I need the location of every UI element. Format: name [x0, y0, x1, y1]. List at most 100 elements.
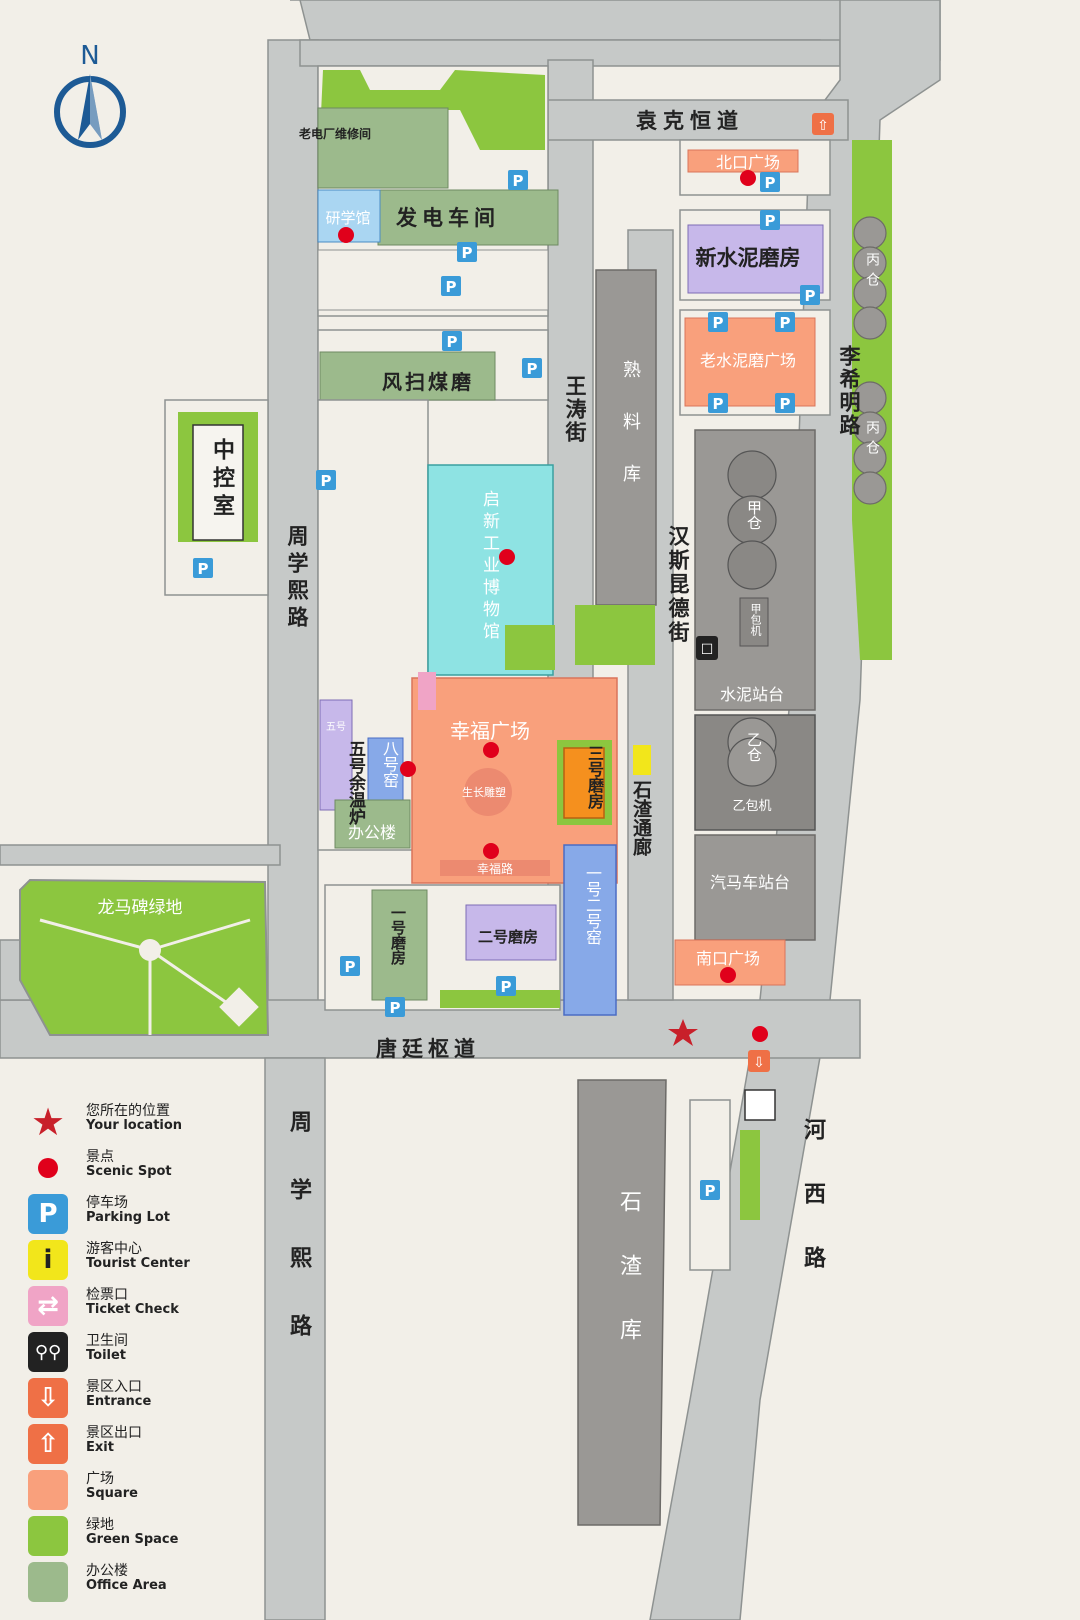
- legend-label-zh: 办公楼: [86, 1563, 128, 1579]
- yihao-block: [371, 889, 428, 1001]
- label-laodianchang: 老电厂维修间: [299, 126, 371, 141]
- bangonglou-block: [334, 799, 411, 849]
- legend-label-zh: 停车场: [86, 1195, 128, 1211]
- road-yuankeheng: 袁克恒道: [635, 109, 744, 133]
- entrance-icon[interactable]: ⇩: [748, 1050, 770, 1072]
- legend-label-zh: 游客中心: [86, 1241, 142, 1257]
- legend-label-zh: 景区入口: [86, 1379, 142, 1395]
- svg-text:P: P: [713, 314, 724, 332]
- parking-icons[interactable]: P P P P P P P P P P P P P P P P P P: [193, 170, 820, 1200]
- star-icon: ★: [30, 1100, 66, 1144]
- exit-icon[interactable]: ⇧: [812, 113, 834, 135]
- shengzhang-sculpture: [464, 768, 512, 816]
- fengsao-block: [319, 351, 496, 401]
- legend-label-zh: 广场: [86, 1471, 114, 1487]
- svg-text:P: P: [805, 287, 816, 305]
- compass-icon: [54, 74, 126, 148]
- compass-letter: N: [80, 41, 99, 71]
- svg-text:P: P: [765, 174, 776, 192]
- wuhao-block: [319, 699, 353, 811]
- svg-text:P: P: [513, 172, 524, 190]
- label-longma: 龙马碑绿地: [98, 898, 183, 918]
- erhao-block: [465, 904, 557, 961]
- exit-icon: ⇧: [28, 1424, 68, 1464]
- legend-label-zh: 景区出口: [86, 1425, 142, 1441]
- your-location-star: [668, 1019, 698, 1046]
- legend-label-en: Parking Lot: [86, 1210, 170, 1225]
- svg-text:P: P: [198, 560, 209, 578]
- scenic-spot-dots[interactable]: [338, 170, 768, 1042]
- legend-label-en: Your location: [86, 1118, 183, 1133]
- label-bangonglou: 办公楼: [348, 823, 396, 842]
- label-fadian: 发电车间: [395, 206, 500, 230]
- xinshuini-block: [687, 224, 824, 294]
- legend-label-en: Scenic Spot: [86, 1164, 172, 1179]
- legend-label-zh: 景点: [86, 1149, 114, 1165]
- svg-text:P: P: [765, 212, 776, 230]
- svg-text:P: P: [345, 958, 356, 976]
- legend-label-en: Tourist Center: [86, 1256, 190, 1271]
- gate-icon: [744, 1089, 776, 1121]
- label-beikou: 北口广场: [716, 153, 780, 172]
- label-yanxue: 研学馆: [325, 209, 370, 227]
- zhongkong-block: [192, 424, 244, 541]
- label-xinshuini: 新水泥磨房: [696, 246, 801, 270]
- office-swatch: [28, 1562, 68, 1602]
- dot-icon: [28, 1148, 68, 1188]
- label-nankou: 南口广场: [696, 949, 760, 968]
- label-shengzhang: 生长雕塑: [462, 785, 506, 799]
- svg-text:P: P: [780, 314, 791, 332]
- sanhao-block: [563, 747, 605, 819]
- square-swatch: [28, 1470, 68, 1510]
- ticket-icon[interactable]: [418, 672, 436, 710]
- legend-label-zh: 您所在的位置: [86, 1103, 170, 1119]
- toilet-icon[interactable]: ☐: [696, 636, 718, 660]
- green-swatch: [28, 1516, 68, 1556]
- toilet-icon: ⚲⚲: [28, 1332, 68, 1372]
- parking-icon: P: [28, 1194, 68, 1234]
- legend-label-en: Exit: [86, 1440, 114, 1455]
- svg-text:P: P: [447, 333, 458, 351]
- label-qichezhantai: 汽马车站台: [710, 873, 790, 892]
- legend-label-en: Toilet: [86, 1348, 127, 1363]
- yierhaoyao-block: [563, 844, 617, 1016]
- tourist-center-icon[interactable]: [633, 745, 651, 775]
- label-xingfu-road: 幸福路: [477, 861, 513, 876]
- legend-label-zh: 卫生间: [86, 1333, 128, 1349]
- svg-text:P: P: [705, 1182, 716, 1200]
- bahaoyao-block: [367, 737, 404, 804]
- svg-text:⇧: ⇧: [817, 118, 829, 134]
- label-erhao: 二号磨房: [478, 928, 538, 946]
- qichezhantai-block: [694, 834, 816, 941]
- svg-text:P: P: [390, 999, 401, 1017]
- green-qixin: [505, 625, 555, 670]
- road-tangtingshu: 唐廷枢道: [376, 1037, 480, 1061]
- info-icon: i: [28, 1240, 68, 1280]
- laoshuini-square: [684, 317, 816, 407]
- svg-text:P: P: [321, 472, 332, 490]
- bingcang-silos: [853, 216, 887, 505]
- yanxue-block: [317, 189, 381, 243]
- ticket-icon: ⇄: [28, 1286, 68, 1326]
- legend-label-en: Square: [86, 1486, 138, 1501]
- svg-text:P: P: [527, 360, 538, 378]
- svg-text:⇩: ⇩: [753, 1055, 765, 1071]
- legend-label-en: Ticket Check: [86, 1302, 179, 1317]
- entrance-icon: ⇩: [28, 1378, 68, 1418]
- legend-label-en: Entrance: [86, 1394, 152, 1409]
- legend-label-en: Green Space: [86, 1532, 179, 1547]
- svg-text:☐: ☐: [701, 642, 714, 658]
- svg-text:P: P: [780, 395, 791, 413]
- svg-text:P: P: [713, 395, 724, 413]
- label-yibaoji: 乙包机: [732, 799, 771, 814]
